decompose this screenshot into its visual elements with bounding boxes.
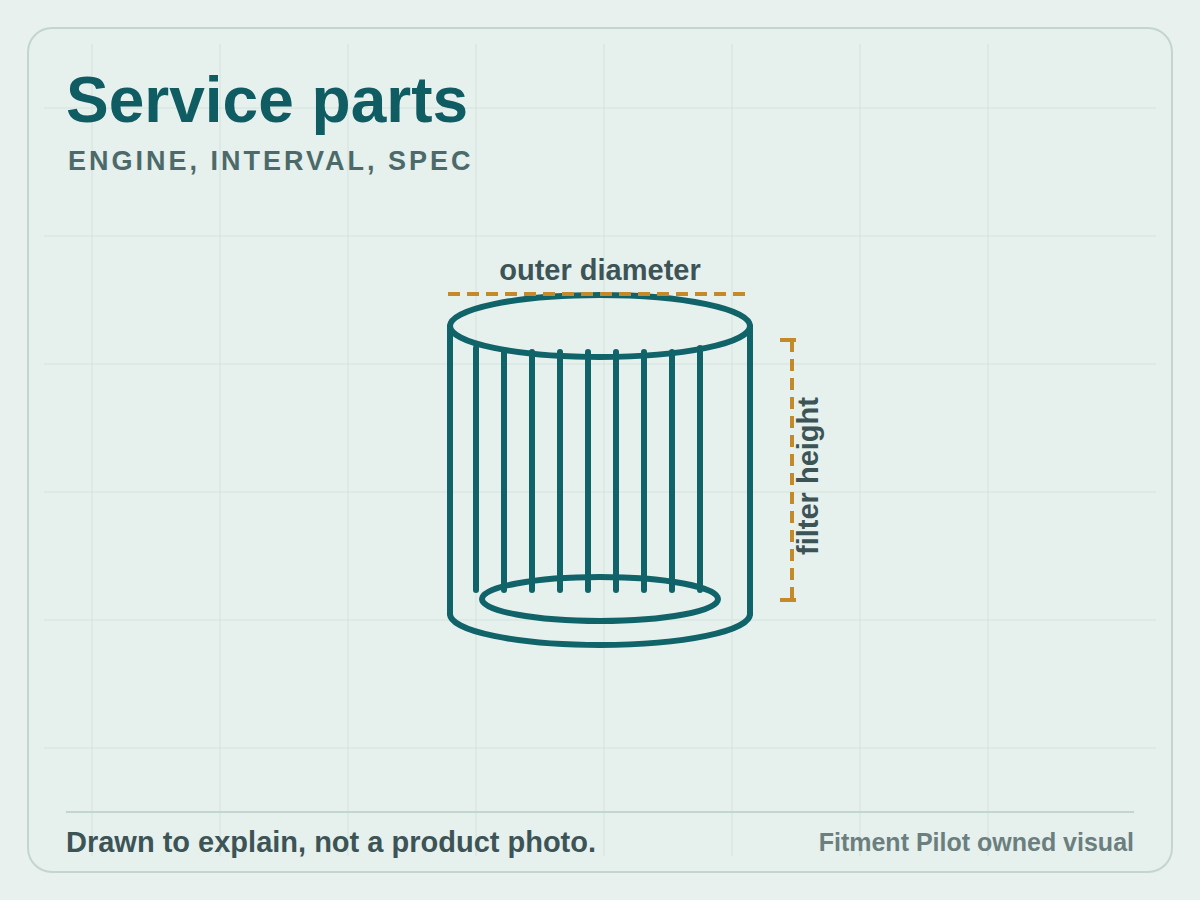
card — [28, 28, 1172, 872]
filter-outline — [450, 295, 750, 645]
footer-rule — [66, 811, 1134, 813]
dimension-label: outer diameter — [499, 252, 700, 288]
subtitle: ENGINE, INTERVAL, SPEC — [68, 144, 474, 178]
page-title: Service parts — [66, 60, 468, 140]
caption: Drawn to explain, not a product photo. — [66, 824, 596, 860]
dimension-label: filter height — [792, 397, 824, 555]
grid — [44, 44, 1156, 856]
credit-note: Fitment Pilot owned visual — [819, 826, 1134, 858]
dimension-marks — [448, 294, 796, 600]
